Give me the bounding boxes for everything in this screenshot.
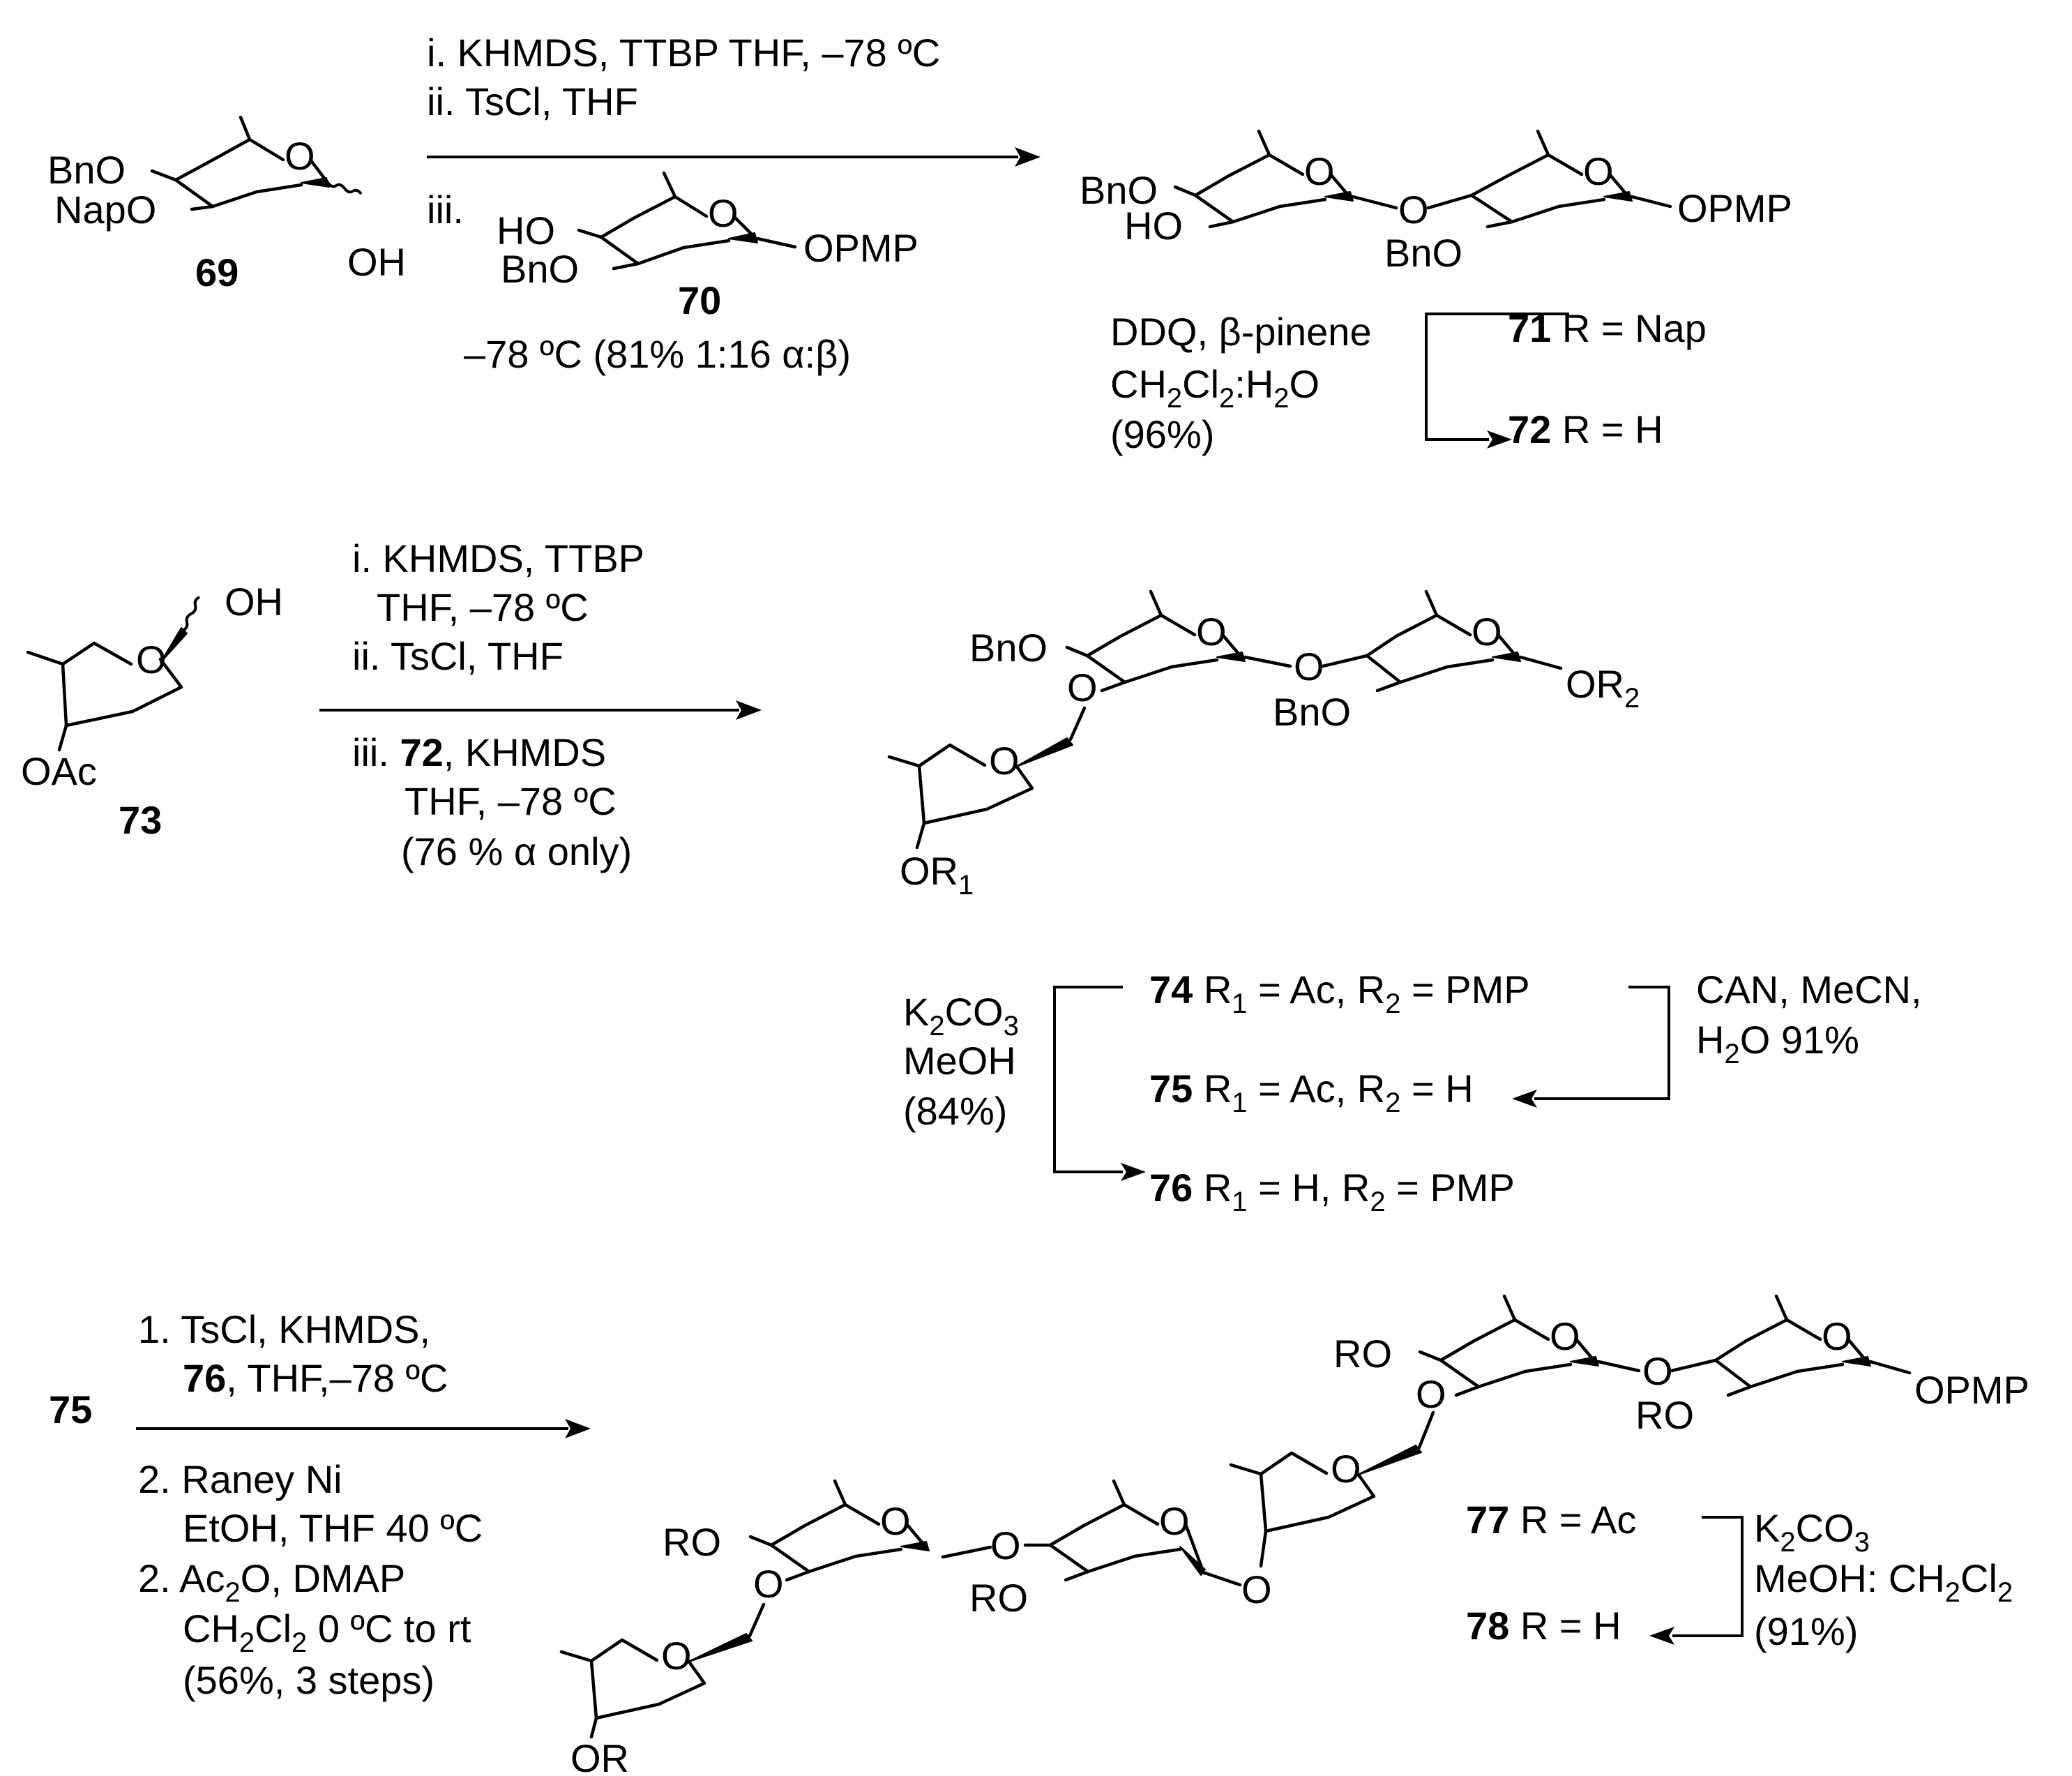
ring-oxygen-label: O [1304,149,1335,193]
ring-oxygen-label: O [708,191,739,235]
compound-73-structure: O OH OAc [21,580,283,793]
step5-line4: EtOH, THF 40 ºC [183,1506,483,1550]
bno-label: BnO [47,148,126,192]
oac-label: OAc [21,749,97,793]
step4-meoh: MeOH [903,1039,1016,1083]
step1-reagent-i: i. KHMDS, TTBP THF, –78 ºC [427,31,940,75]
oh-label: OH [347,240,406,284]
step4-yield: (84%) [903,1089,1007,1133]
glycosidic-oxygen-label: O [1398,188,1429,232]
step2-line1: DDQ, β-pinene [1110,310,1372,354]
oh-label: OH [225,580,283,624]
bno-label: BnO [501,247,579,291]
step3-line2: THF, –78 ºC [377,585,589,629]
napo-label: NapO [54,188,156,232]
step2-bracket-arrow [1425,313,1569,449]
step4-can: CAN, MeCN, [1696,968,1922,1011]
step3-line6: (76 % α only) [401,829,632,873]
step5-line6: CH2Cl2 0 ºC to rt [183,1606,471,1658]
step5-line1: 1. TsCl, KHMDS, [138,1307,430,1351]
step4-h2o: H2O 91% [1696,1018,1859,1069]
step2-yield: (96%) [1110,412,1214,456]
linking-oxygen-label: O [1241,1567,1272,1611]
step4-right-bracket-arrow [1512,986,1670,1108]
ho-label: HO [1124,204,1183,248]
step6-solvent: MeOH: CH2Cl2 [1754,1556,2013,1608]
step3-arrow [319,700,762,720]
trisaccharide-74-structure: O BnO O O O BnO OR2 O OR1 [887,589,1640,901]
step2-line2: CH2Cl2:H2O [1110,362,1319,414]
compound-69-label: 69 [195,250,239,294]
opmp-label: OPMP [1914,1368,2029,1412]
or1-label: OR1 [900,849,974,901]
ro-label: RO [969,1576,1028,1620]
or-label: OR [570,1736,629,1776]
ring-oxygen-label: O [1822,1314,1852,1358]
step3-line1: i. KHMDS, TTBP [352,536,644,580]
glycosidic-oxygen-label: O [990,1523,1021,1567]
step3-line5: THF, –78 ºC [404,779,617,823]
step4-k2co3: K2CO3 [903,990,1019,1041]
ho-label: HO [497,209,555,253]
step6-yield: (91%) [1754,1609,1858,1653]
compound-77-row: 77 R = Ac [1466,1498,1636,1542]
ro-label: RO [1635,1393,1694,1437]
step5-line5: 2. Ac2O, DMAP [138,1556,405,1608]
compound-72-row: 72 R = H [1508,407,1663,451]
ring-oxygen-label: O [989,739,1020,783]
ring-oxygen-label: O [1196,610,1227,654]
step1-reagent-ii: ii. TsCl, THF [427,80,638,123]
or2-label: OR2 [1566,662,1640,714]
step5-line2: 76, THF,–78 ºC [183,1356,448,1400]
glycosidic-oxygen-label: O [1294,645,1324,688]
step5-arrow [136,1419,591,1438]
step1-arrow [427,147,1041,167]
ro-label: RO [663,1520,721,1564]
compound-76-row: 76 R1 = H, R2 = PMP [1149,1166,1515,1217]
ring-oxygen-label: O [880,1499,911,1543]
step3-line3: ii. TsCl, THF [352,634,564,678]
ring-oxygen-label: O [1331,1447,1361,1491]
step4-left-bracket-arrow [1053,986,1146,1181]
ring-oxygen-label: O [661,1634,692,1678]
ring-oxygen-label: O [1583,149,1614,193]
step1-condition: –78 ºC (81% 1:16 α:β) [464,332,851,376]
opmp-label: OPMP [1677,186,1792,230]
step3-line4: iii. 72, KHMDS [352,730,606,774]
ring-oxygen-label: O [1159,1499,1190,1543]
compound-78-row: 78 R = H [1466,1604,1621,1648]
ring-oxygen-label: O [1472,610,1502,654]
linking-oxygen-label: O [1067,665,1098,709]
step5-line3: 2. Raney Ni [138,1457,342,1501]
compound-75-row: 75 R1 = Ac, R2 = H [1149,1067,1474,1118]
step6-k2co3: K2CO3 [1754,1506,1870,1558]
compound-70-label: 70 [678,278,721,322]
bno-label: BnO [969,626,1048,670]
bno-label: BnO [1273,690,1351,734]
step6-bracket-arrow [1649,1516,1744,1645]
compound-71-disaccharide: O BnO HO O O BnO OPMP [1080,129,1792,275]
opmp-label: OPMP [803,226,918,270]
ring-oxygen-label: O [1550,1314,1580,1358]
bno-label: BnO [1080,168,1158,212]
compound-70-structure: O HO BnO OPMP [497,171,918,291]
compound-74-row: 74 R1 = Ac, R2 = PMP [1149,968,1530,1019]
linking-oxygen-label: O [1416,1372,1446,1416]
step5-line7: (56%, 3 steps) [183,1658,434,1702]
ro-label: RO [1333,1332,1392,1376]
step1-reagent-iii: iii. [427,188,464,232]
compound-75-start-label: 75 [49,1387,92,1431]
hexasaccharide-77-structure: O RO O O O RO OPMP O O O [559,1294,2029,1776]
compound-69-structure: O BnO NapO OH [47,115,406,284]
compound-73-label: 73 [119,798,162,842]
linking-oxygen-label: O [753,1562,784,1606]
compound-71-row: 71 R = Nap [1508,306,1707,350]
glycosidic-oxygen-label: O [1642,1349,1673,1393]
bno-label: BnO [1384,231,1462,275]
ring-oxygen-label: O [285,134,315,178]
